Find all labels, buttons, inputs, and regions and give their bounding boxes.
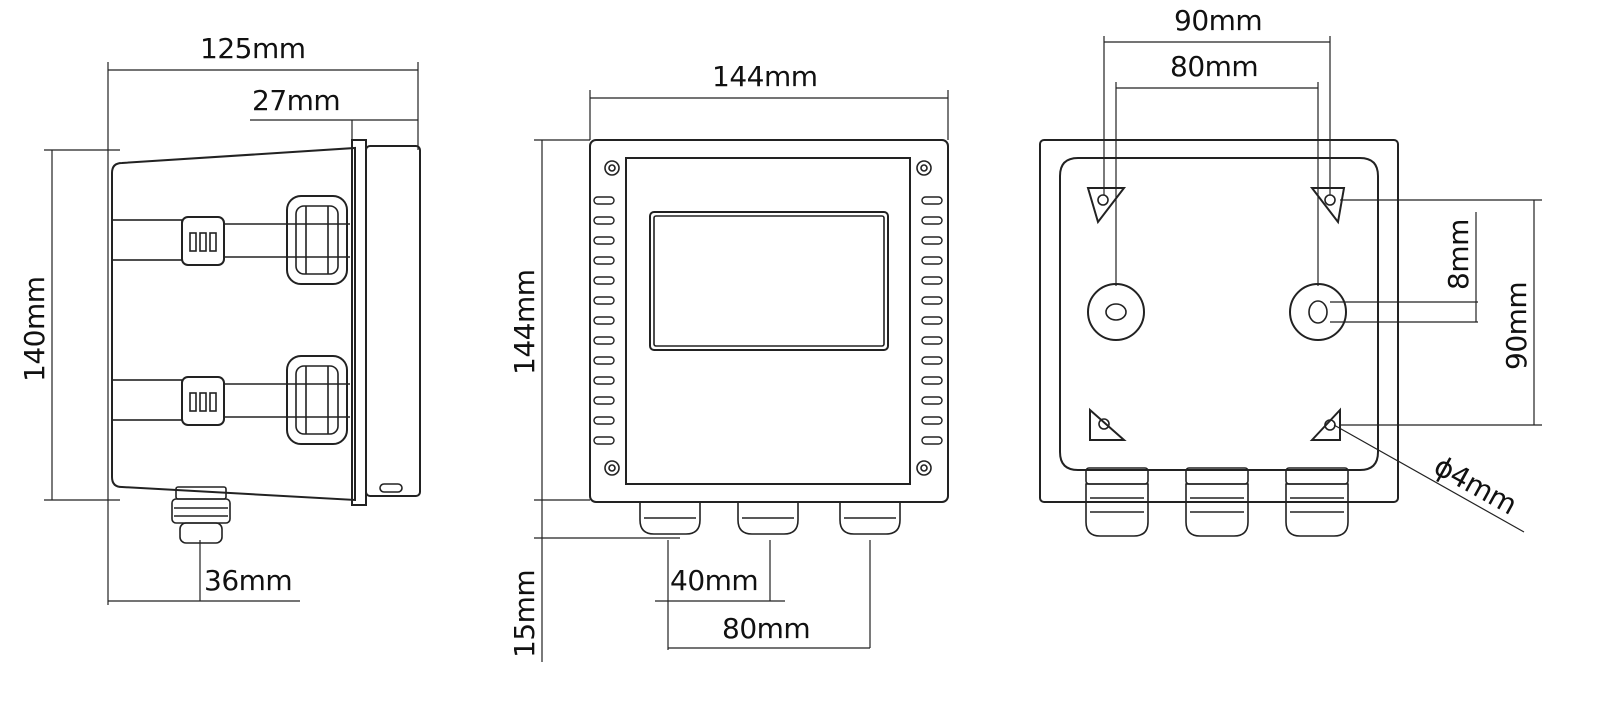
back-view: 90mm 80mm 90mm 8mm ϕ4mm	[1039, 4, 1542, 537]
back-bosses	[1087, 283, 1347, 341]
side-depth-label: 27mm	[252, 84, 340, 117]
back-inner-width-label: 80mm	[1170, 50, 1258, 83]
side-gland-label: 36mm	[204, 564, 292, 597]
back-cable-glands	[1085, 467, 1349, 537]
side-height-label: 140mm	[18, 277, 51, 383]
front-gland-span-label: 80mm	[722, 612, 810, 645]
front-dimensions	[534, 90, 949, 662]
side-clamp-lower	[111, 355, 350, 445]
front-gland-projection-label: 15mm	[508, 570, 541, 658]
side-width-label: 125mm	[200, 32, 306, 65]
side-enclosure-body	[111, 146, 356, 502]
front-view: 144mm 144mm 15mm 40mm 80mm	[508, 60, 949, 662]
back-panel	[1059, 157, 1379, 471]
back-slot-label: 8mm	[1442, 219, 1475, 290]
side-front-frame	[365, 145, 421, 497]
front-outer-frame	[589, 139, 949, 503]
side-view: 125mm 27mm 140mm 36mm	[18, 32, 421, 605]
front-cable-glands	[639, 501, 901, 535]
front-screws	[604, 160, 932, 476]
back-outer-frame	[1039, 139, 1399, 503]
back-hole-label: ϕ4mm	[1429, 449, 1523, 521]
side-dimensions	[44, 62, 419, 605]
front-vent-slots	[593, 196, 943, 445]
side-cable-gland	[171, 486, 231, 544]
side-clamp-upper	[111, 195, 350, 285]
front-inner-panel	[625, 157, 911, 485]
back-outer-width-label: 90mm	[1174, 4, 1262, 37]
display-window	[649, 211, 889, 351]
back-dimensions	[1103, 36, 1542, 533]
front-height-label: 144mm	[508, 270, 541, 376]
back-height-label: 90mm	[1500, 282, 1533, 370]
front-width-label: 144mm	[712, 60, 818, 93]
front-gland-pitch-label: 40mm	[670, 564, 758, 597]
